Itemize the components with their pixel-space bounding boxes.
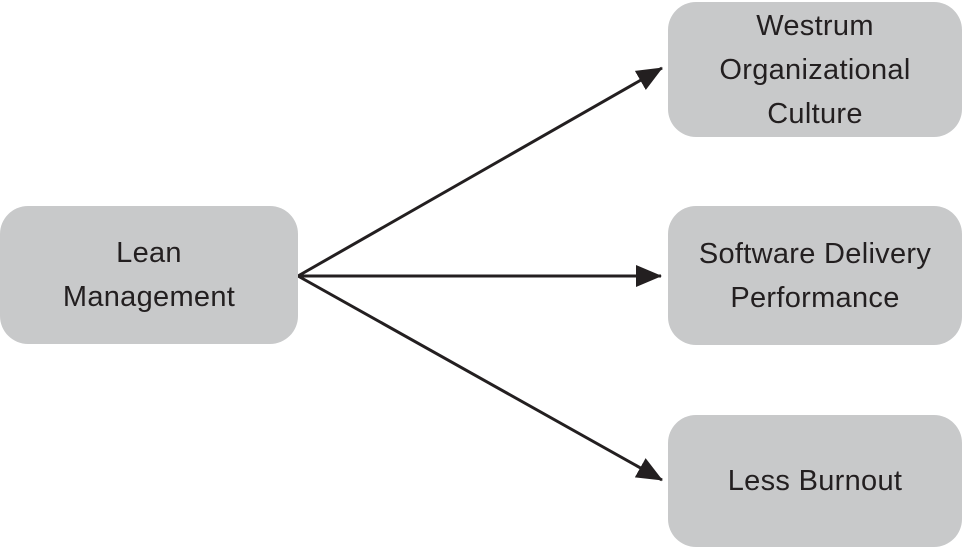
arrow-lean-to-less-burnout <box>297 274 663 482</box>
node-label-line: Westrum <box>756 9 874 42</box>
node-software-delivery-performance: Software Delivery Performance <box>668 206 962 345</box>
node-lean-management-label: Lean Management <box>63 231 235 319</box>
node-label-line: Management <box>62 281 236 313</box>
node-less-burnout: Less Burnout <box>668 415 962 547</box>
arrow-lean-to-westrum-culture <box>297 66 663 278</box>
node-label-line: Performance <box>730 281 900 314</box>
node-label-line: Software Delivery <box>698 237 932 270</box>
node-westrum-organizational-culture: Westrum Organizational Culture <box>668 2 962 137</box>
node-software-delivery-performance-label: Software Delivery Performance <box>699 232 931 320</box>
node-less-burnout-label: Less Burnout <box>728 459 903 503</box>
node-label-line: Less Burnout <box>727 465 903 497</box>
node-westrum-organizational-culture-label: Westrum Organizational Culture <box>719 4 910 136</box>
node-label-line: Culture <box>767 97 863 130</box>
node-lean-management: Lean Management <box>0 206 298 344</box>
node-label-line: Organizational <box>719 53 911 86</box>
node-label-line: Lean <box>116 237 182 269</box>
